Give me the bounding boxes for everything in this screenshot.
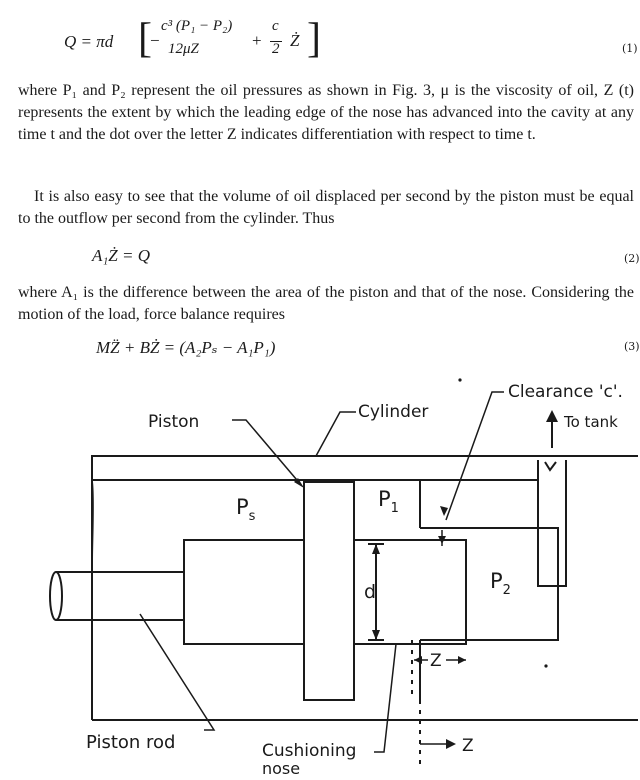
eq1-term1-numerator: c³ (P₁ − P₂) (161, 18, 233, 34)
tank-passage-mark (544, 461, 557, 472)
cushioning-leader (374, 643, 397, 753)
label-piston: Piston (148, 412, 199, 432)
clearance-leader (445, 391, 504, 521)
d-arrow-down (372, 630, 380, 640)
to-tank-arrow-head (546, 410, 558, 422)
eq1-left-bracket: [ (138, 16, 152, 62)
piston-rod-leader (139, 613, 216, 731)
z-axis-arrow-head (446, 739, 456, 749)
eq1-term1-sign: − (150, 31, 160, 50)
eq1-right-bracket: ] (307, 16, 321, 62)
clearance-arrow (440, 506, 448, 516)
equation-1: Q = πd [ c³ (P₁ − P₂) − 12μZ + c 2 Ż ] (64, 18, 324, 68)
label-ps: Ps (236, 495, 256, 524)
rod-collar (183, 539, 305, 645)
paragraph-2: It is also easy to see that the volume o… (18, 188, 634, 227)
piston-leader (232, 419, 303, 487)
piston-leader-arrow (294, 478, 304, 488)
cylinder-top-wall (91, 455, 638, 482)
label-to-tank: To tank (563, 413, 618, 431)
z-gap-arrow-right (458, 656, 466, 664)
d-arrow-up (372, 544, 380, 554)
z-gap-arrow-left (414, 656, 422, 664)
right-cavity (420, 527, 559, 641)
cylinder-inner-top (92, 460, 539, 481)
paragraph-1: where P₁ and P₂ represent the oil pressu… (18, 82, 634, 143)
dot-marker-1 (458, 378, 462, 382)
equation-3: MZ̈ + BŻ = (A₂Pₛ − A₁P₁) (96, 338, 276, 357)
eq1-plus: + (252, 31, 262, 50)
label-z-axis: Z (462, 736, 474, 756)
cushioning-nose (353, 539, 467, 645)
piston (303, 481, 355, 701)
label-piston-rod: Piston rod (86, 732, 175, 753)
clearance-arrow-down (438, 536, 446, 544)
eq3-number: (3) (624, 340, 640, 353)
eq1-term2-denominator: 2 (272, 41, 280, 57)
dot-marker-2 (544, 664, 548, 668)
eq1-fraction-bar (270, 41, 282, 42)
eq1-lhs: Q = πd (64, 32, 114, 51)
paragraph-3: where A₁ is the difference between the a… (18, 284, 634, 323)
eq1-number: (1) (622, 42, 638, 55)
label-p1: P1 (378, 487, 399, 516)
label-d: d (364, 581, 376, 603)
eq1-term1-denominator: 12μZ (168, 41, 199, 57)
label-clearance: Clearance 'c'. (508, 382, 623, 402)
eq1-term2-numerator: c (272, 18, 279, 34)
label-z-gap: Z (430, 651, 442, 671)
label-nose: nose (262, 759, 300, 778)
equation-2: A₁Ż = Q (92, 246, 150, 265)
label-p2: P2 (490, 569, 511, 598)
eq2-number: (2) (624, 252, 640, 265)
label-cushioning: Cushioning (262, 741, 356, 761)
cylinder-leader (315, 411, 356, 457)
piston-rod-end (49, 571, 63, 621)
eq1-term2-variable: Ż (290, 31, 300, 50)
label-cylinder: Cylinder (358, 402, 428, 422)
tank-passage (537, 460, 567, 587)
